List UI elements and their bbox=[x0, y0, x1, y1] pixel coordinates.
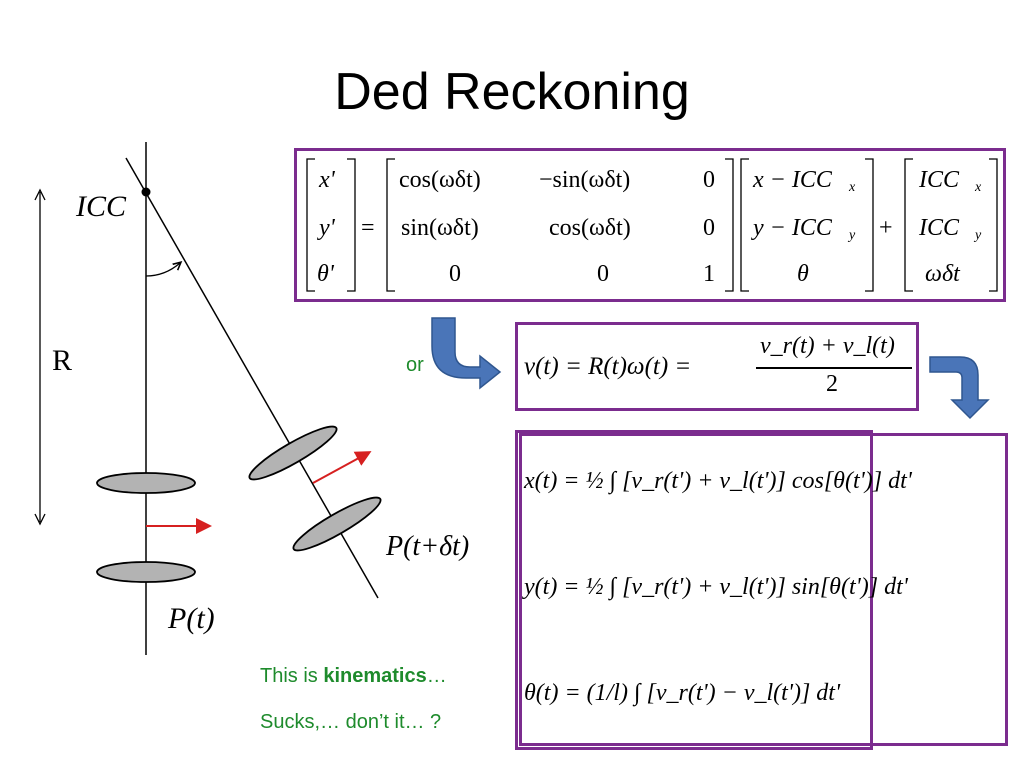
r-label: R bbox=[52, 344, 72, 377]
svg-text:ICC: ICC bbox=[918, 215, 960, 241]
theta-integral: θ(t) = (1/l) ∫ [v_r(t') − v_l(t')] dt' bbox=[524, 680, 841, 706]
v-eq-lhs: v(t) = R(t)ω(t) = bbox=[524, 353, 692, 380]
lhs-x: x' bbox=[318, 167, 336, 193]
icc-point bbox=[141, 187, 151, 197]
fraction-bar bbox=[756, 367, 912, 369]
svg-text:x − ICC: x − ICC bbox=[752, 167, 833, 193]
kinematics-note: This is kinematics… bbox=[260, 665, 447, 687]
svg-text:0: 0 bbox=[703, 167, 715, 193]
svg-text:−sin(ωδt): −sin(ωδt) bbox=[539, 167, 630, 193]
wheel-right-bottom bbox=[292, 496, 382, 552]
curved-arrow-right bbox=[929, 356, 990, 420]
matrix-equation-box: x' y' θ' = cos(ωδt) −sin(ωδt) 0 sin(ωδt)… bbox=[294, 148, 1006, 302]
velocity-equation-box: v(t) = R(t)ω(t) = v_r(t) + v_l(t) 2 bbox=[515, 322, 919, 411]
p-tdt-label: P(t+δt) bbox=[385, 531, 469, 562]
svg-text:0: 0 bbox=[449, 261, 461, 287]
integral-box-outer bbox=[519, 433, 1008, 746]
integral-box-inner bbox=[515, 430, 873, 750]
velocity-arrow-ptdt bbox=[312, 451, 372, 484]
v-eq-denominator: 2 bbox=[826, 371, 838, 397]
x-integral: x(t) = ½ ∫ [v_r(t') + v_l(t')] cos[θ(t')… bbox=[524, 468, 912, 494]
svg-text:θ: θ bbox=[797, 261, 809, 287]
svg-text:ωδt: ωδt bbox=[925, 261, 961, 287]
svg-text:+: + bbox=[879, 215, 893, 241]
angle-arc bbox=[145, 263, 180, 277]
svg-text:0: 0 bbox=[703, 215, 715, 241]
slide-title: Ded Reckoning bbox=[334, 63, 690, 121]
y-integral: y(t) = ½ ∫ [v_r(t') + v_l(t')] sin[θ(t')… bbox=[524, 574, 908, 600]
lhs-y: y' bbox=[317, 215, 336, 241]
p-t-label: P(t) bbox=[167, 602, 215, 635]
svg-text:=: = bbox=[361, 215, 375, 241]
svg-text:x: x bbox=[848, 180, 856, 195]
lhs-theta: θ' bbox=[317, 261, 335, 287]
v-eq-numerator: v_r(t) + v_l(t) bbox=[760, 333, 895, 359]
svg-text:cos(ωδt): cos(ωδt) bbox=[399, 167, 481, 193]
wheel-left-bottom bbox=[96, 561, 196, 583]
icc-label: ICC bbox=[75, 190, 127, 223]
svg-text:x: x bbox=[974, 180, 982, 195]
svg-text:y: y bbox=[847, 228, 856, 243]
svg-text:0: 0 bbox=[597, 261, 609, 287]
wheel-left-top bbox=[96, 472, 196, 494]
svg-text:y − ICC: y − ICC bbox=[751, 215, 833, 241]
or-label: or bbox=[406, 354, 424, 376]
curved-arrow-left bbox=[431, 317, 502, 390]
svg-text:ICC: ICC bbox=[918, 167, 960, 193]
svg-text:y: y bbox=[973, 228, 982, 243]
svg-text:cos(ωδt): cos(ωδt) bbox=[549, 215, 631, 241]
sucks-note: Sucks,… don’t it… ? bbox=[260, 711, 442, 733]
wheel-right-top bbox=[248, 425, 338, 481]
kinematics-word: kinematics bbox=[323, 665, 427, 687]
matrix-equation: x' y' θ' = cos(ωδt) −sin(ωδt) 0 sin(ωδt)… bbox=[306, 158, 998, 292]
svg-text:1: 1 bbox=[703, 261, 715, 287]
svg-text:sin(ωδt): sin(ωδt) bbox=[401, 215, 479, 241]
